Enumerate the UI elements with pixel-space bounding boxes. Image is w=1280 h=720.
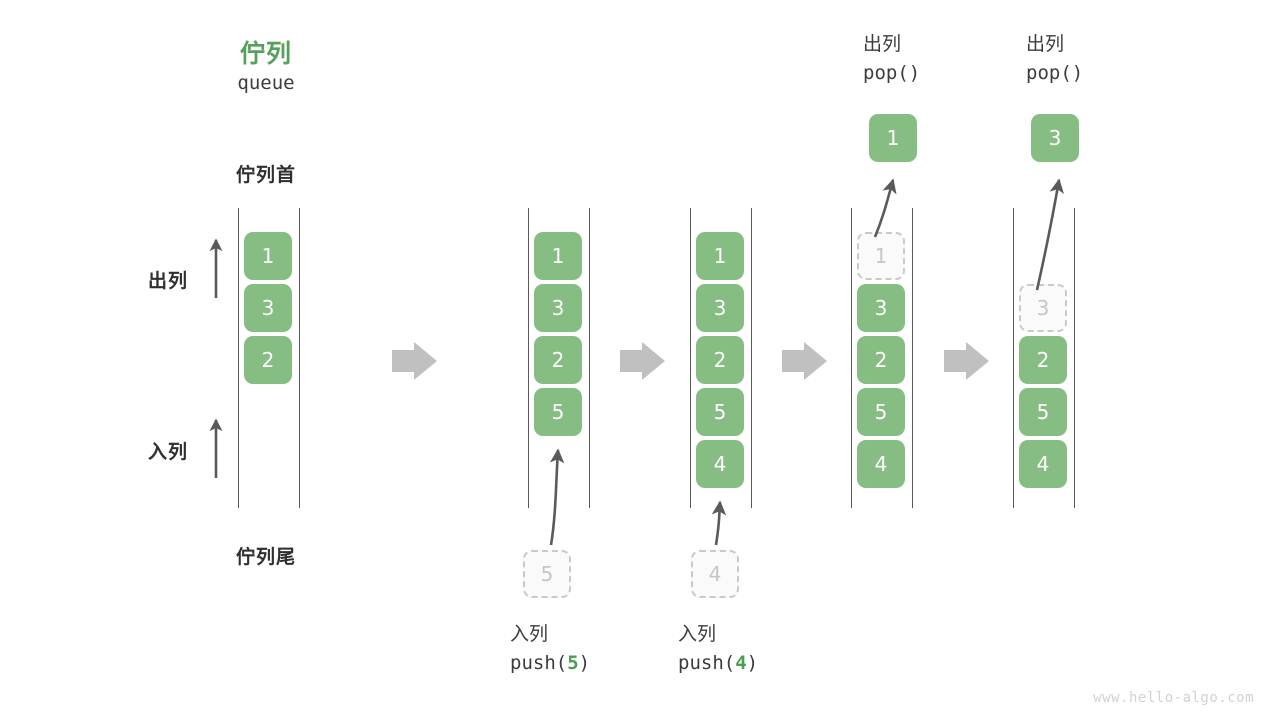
caption-push-5: 入列 push(5) <box>510 620 590 679</box>
queue-cell: 4 <box>696 440 744 488</box>
queue-cell: 2 <box>857 336 905 384</box>
queue-cell: 5 <box>696 388 744 436</box>
caption-code-prefix: pop( <box>863 62 909 85</box>
caption-code: push(4) <box>678 649 758 678</box>
queue-cell: 1 <box>696 232 744 280</box>
queue-cell: 5 <box>1019 388 1067 436</box>
queue-cell: 1 <box>534 232 582 280</box>
caption-code-suffix: ) <box>578 652 591 675</box>
incoming-ghost-cell: 5 <box>523 550 571 598</box>
queue-cell: 2 <box>1019 336 1067 384</box>
caption-code: pop() <box>1026 59 1083 88</box>
queue-rail-left <box>690 208 691 508</box>
caption-code-suffix: ) <box>746 652 759 675</box>
queue-cell: 4 <box>1019 440 1067 488</box>
caption-code: push(5) <box>510 649 590 678</box>
caption-label-cn: 入列 <box>510 623 549 645</box>
caption-pop-1: 出列 pop() <box>863 30 920 89</box>
popped-cell: 3 <box>1031 114 1079 162</box>
caption-label-cn: 出列 <box>863 33 902 55</box>
queue-rail-left <box>238 208 239 508</box>
transition-arrow <box>392 342 437 380</box>
queue-rail-right <box>1074 208 1075 508</box>
queue-cell: 5 <box>857 388 905 436</box>
queue-cell: 3 <box>534 284 582 332</box>
caption-code-suffix: ) <box>908 62 921 85</box>
queue-rail-left <box>1013 208 1014 508</box>
queue-rail-left <box>528 208 529 508</box>
pop-1-arrow <box>873 178 897 238</box>
queue-cell: 5 <box>534 388 582 436</box>
queue-cell: 2 <box>244 336 292 384</box>
caption-label-cn: 出列 <box>1026 33 1065 55</box>
caption-code-value: 5 <box>567 652 579 675</box>
caption-code-prefix: push( <box>510 652 568 675</box>
queue-cell: 3 <box>857 284 905 332</box>
caption-code: pop() <box>863 59 920 88</box>
transition-arrow <box>620 342 665 380</box>
caption-code-prefix: pop( <box>1026 62 1072 85</box>
incoming-ghost-cell: 4 <box>691 550 739 598</box>
caption-label-cn: 入列 <box>678 623 717 645</box>
diagram-title-cn: 佇列 <box>239 39 292 68</box>
queue-cell: 3 <box>244 284 292 332</box>
queue-rail-left <box>851 208 852 508</box>
diagram-title-en: queue <box>237 72 295 94</box>
popped-cell: 1 <box>869 114 917 162</box>
caption-code-suffix: ) <box>1071 62 1084 85</box>
queue-cell: 1 <box>244 232 292 280</box>
queue-rail-right <box>912 208 913 508</box>
push-5-arrow <box>549 448 565 546</box>
push-4-arrow <box>711 500 727 546</box>
watermark: www.hello-algo.com <box>1093 690 1254 706</box>
pop-3-arrow <box>1035 178 1064 291</box>
queue-rail-right <box>299 208 300 508</box>
queue-cell: 3 <box>696 284 744 332</box>
transition-arrow <box>782 342 827 380</box>
queue-rail-right <box>751 208 752 508</box>
caption-code-value: 4 <box>735 652 747 675</box>
dequeue-direction-label: 出列 <box>148 270 189 292</box>
queue-head-label: 佇列首 <box>235 164 296 186</box>
queue-cell: 2 <box>534 336 582 384</box>
queue-rail-right <box>589 208 590 508</box>
caption-pop-3: 出列 pop() <box>1026 30 1083 89</box>
outgoing-ghost-cell: 3 <box>1019 284 1067 332</box>
outgoing-ghost-cell: 1 <box>857 232 905 280</box>
queue-tail-label: 佇列尾 <box>235 546 296 568</box>
enqueue-direction-label: 入列 <box>148 441 189 463</box>
queue-cell: 4 <box>857 440 905 488</box>
caption-code-prefix: push( <box>678 652 736 675</box>
transition-arrow <box>944 342 989 380</box>
queue-cell: 2 <box>696 336 744 384</box>
caption-push-4: 入列 push(4) <box>678 620 758 679</box>
